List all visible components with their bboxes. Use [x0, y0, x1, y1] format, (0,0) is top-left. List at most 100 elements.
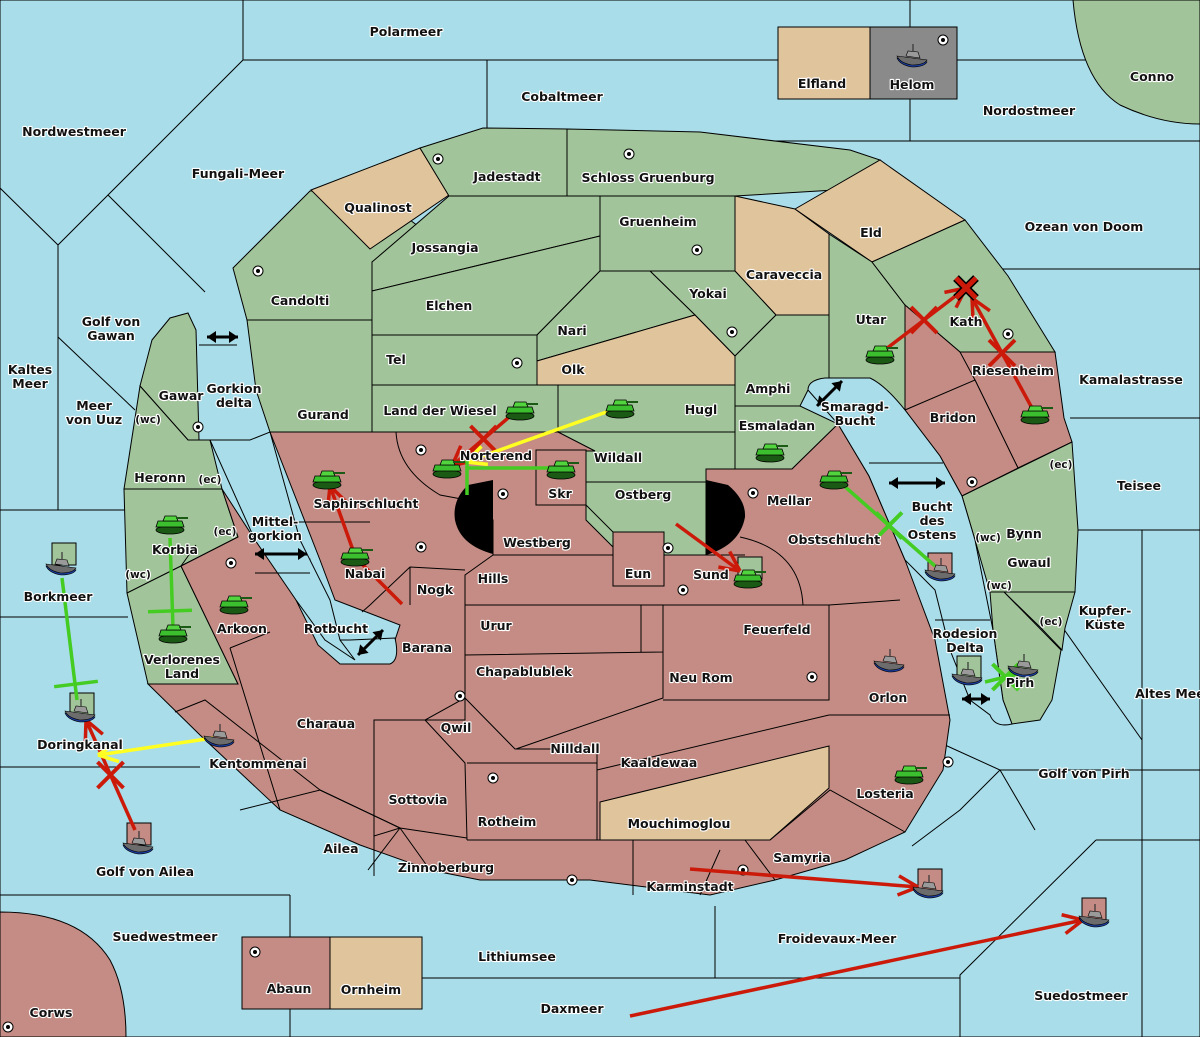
supply-center-icon — [937, 34, 949, 46]
region-label: Gwaul — [1007, 555, 1050, 570]
coast-label: (ec) — [214, 526, 237, 538]
region-label: Lithiumsee — [478, 949, 556, 964]
double-arrow-icon — [889, 477, 945, 489]
supply-center-icon — [942, 756, 954, 768]
fleet-ship-icon[interactable] — [873, 649, 905, 673]
army-tank-icon[interactable] — [219, 595, 252, 615]
supply-center-icon — [566, 874, 578, 886]
army-tank-icon[interactable] — [158, 624, 191, 644]
fleet-ship-icon[interactable] — [1007, 654, 1039, 678]
fleet-ship-icon[interactable] — [924, 558, 956, 582]
coast-label: (wc) — [986, 580, 1012, 592]
supply-center-icon — [662, 542, 674, 554]
fleet-ship-icon[interactable] — [45, 552, 77, 576]
supply-center-icon — [2, 1021, 14, 1033]
supply-center-icon — [623, 148, 635, 160]
region-label: Gawar — [159, 388, 205, 403]
fleet-ship-icon[interactable] — [912, 875, 944, 899]
region-label: Rotheim — [478, 814, 537, 829]
order-green — [841, 483, 937, 568]
region-label: Helom — [890, 77, 935, 92]
region-label: Nabai — [345, 566, 386, 581]
sea-gorkion-channel — [209, 431, 356, 661]
fleet-ship-icon[interactable] — [951, 662, 983, 686]
region-label: Cobaltmeer — [521, 89, 603, 104]
region-label: Kath — [950, 314, 983, 329]
region-label: Suedostmeer — [1034, 988, 1128, 1003]
supply-center-icon — [677, 584, 689, 596]
army-tank-icon[interactable] — [1020, 405, 1053, 425]
army-tank-icon[interactable] — [819, 470, 852, 490]
region-label: Mittel-gorkion — [248, 514, 302, 543]
region-label: Kentommenai — [209, 756, 307, 771]
region-label: Golf von Ailea — [96, 864, 194, 879]
region-label: Zinnoberburg — [398, 860, 494, 875]
region-label: Norterend — [460, 448, 532, 463]
region-label: Abaun — [267, 981, 312, 996]
region-label: Golf von Pirh — [1038, 766, 1129, 781]
region-label: Altes Meer — [1135, 686, 1200, 701]
fleet-ship-icon[interactable] — [1078, 904, 1110, 928]
army-tank-icon[interactable] — [865, 345, 898, 365]
territory-conno[interactable] — [1072, 0, 1200, 125]
region-label: Bynn — [1006, 526, 1041, 541]
order-yellow — [97, 736, 214, 764]
region-label: Eun — [625, 566, 651, 581]
order-red — [83, 718, 137, 831]
army-tank-icon[interactable] — [340, 547, 373, 567]
territory-mouchimoglou[interactable] — [599, 745, 830, 841]
double-arrow-icon — [356, 628, 385, 657]
army-tank-icon[interactable] — [894, 765, 927, 785]
region-label: Feuerfeld — [743, 622, 810, 637]
army-tank-icon[interactable] — [505, 401, 538, 421]
region-label: Yokai — [688, 286, 727, 301]
army-tank-icon[interactable] — [755, 443, 788, 463]
supply-center-icon — [249, 946, 261, 958]
region-label: Riesenheim — [972, 363, 1054, 378]
region-label: Mouchimoglou — [628, 816, 731, 831]
fleet-ship-icon[interactable] — [896, 44, 928, 68]
region-label: Olk — [561, 362, 585, 377]
fleet-ship-icon[interactable] — [122, 831, 154, 855]
order-red — [356, 558, 404, 606]
supply-center-icon — [487, 772, 499, 784]
order-green — [147, 537, 193, 629]
army-tank-icon[interactable] — [432, 459, 465, 479]
labels: PolarmeerCobaltmeerNordwestmeerFungali-M… — [7, 23, 1200, 1021]
region-label: Tel — [386, 352, 406, 367]
army-tank-icon[interactable] — [546, 460, 579, 480]
army-tank-icon[interactable] — [605, 399, 638, 419]
region-label: Schloss Gruenburg — [581, 170, 714, 185]
order-green — [465, 458, 551, 495]
territory-elfland[interactable] — [777, 26, 871, 100]
region-label: Candolti — [271, 293, 330, 308]
region-label: Westberg — [503, 535, 571, 550]
territory-corws[interactable] — [0, 911, 127, 1037]
territory-ornheim[interactable] — [329, 936, 423, 1010]
main-continent — [123, 127, 1079, 896]
order-red — [970, 296, 1034, 409]
region-label: Elchen — [426, 298, 473, 313]
internal-borders — [174, 431, 950, 896]
supply-center-icon — [966, 476, 978, 488]
region-label: Polarmeer — [370, 24, 444, 39]
region-label: Corws — [30, 1005, 73, 1020]
impassable-east — [706, 480, 746, 555]
region-label: Heronn — [134, 470, 186, 485]
territory-heronn[interactable] — [123, 384, 223, 490]
army-tank-icon[interactable] — [155, 515, 188, 535]
double-arrow-icon — [255, 548, 307, 560]
region-label: Suedwestmeer — [113, 929, 219, 944]
army-tank-icon[interactable] — [312, 470, 345, 490]
territory-eun[interactable] — [612, 531, 665, 587]
territory-gruenheim[interactable] — [599, 195, 736, 272]
region-label: Amphi — [746, 381, 791, 396]
coast-label: (wc) — [135, 414, 161, 426]
region-label: Skr — [548, 486, 572, 501]
fleet-ship-icon[interactable] — [64, 699, 96, 723]
army-tank-icon[interactable] — [733, 569, 766, 589]
region-label: Land der Wiesel — [383, 403, 496, 418]
region-label: Elfland — [798, 76, 846, 91]
fleet-ship-icon[interactable] — [203, 724, 235, 748]
